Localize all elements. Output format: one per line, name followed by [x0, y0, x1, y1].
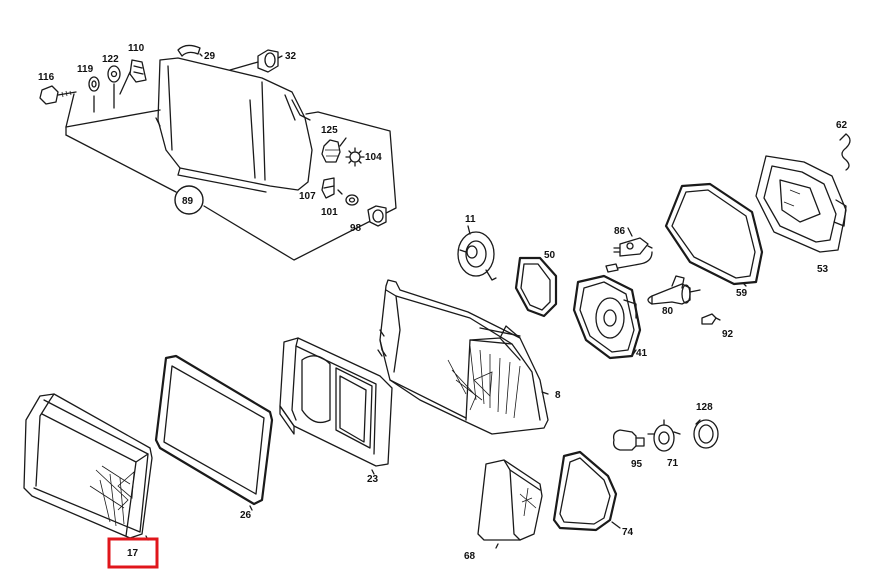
label-122: 122: [102, 54, 119, 65]
label-110: 110: [128, 43, 145, 54]
part-71-socket[interactable]: [647, 419, 681, 452]
part-101-washer[interactable]: [345, 194, 359, 206]
label-71: 71: [667, 458, 679, 469]
part-95-bulb[interactable]: [612, 429, 645, 451]
part-41-reflector[interactable]: [572, 274, 642, 360]
label-53: 53: [817, 264, 829, 275]
label-74: 74: [622, 527, 634, 538]
label-8: 8: [555, 390, 561, 401]
label-125: 125: [321, 125, 338, 136]
label-29: 29: [204, 51, 216, 62]
part-62-clip[interactable]: [839, 133, 851, 171]
label-116: 116: [38, 72, 55, 83]
part-86-connector[interactable]: [605, 251, 653, 273]
label-95: 95: [631, 459, 643, 470]
label-80: 80: [662, 306, 674, 317]
part-98-screw[interactable]: [367, 205, 387, 227]
part-26-gasket[interactable]: [154, 354, 274, 506]
part-labels: 116 119 122 110 29 32 125 104 107 101 98…: [38, 43, 848, 562]
label-32: 32: [285, 51, 297, 62]
part-119-washer[interactable]: [88, 76, 100, 92]
label-101: 101: [321, 207, 338, 218]
part-8-headlamp-housing[interactable]: [377, 279, 549, 435]
part-59-gasket[interactable]: [664, 182, 764, 286]
part-116-screw[interactable]: [39, 85, 77, 105]
label-119: 119: [77, 64, 94, 75]
part-50-gasket[interactable]: [514, 256, 558, 318]
part-53-rear-cover[interactable]: [755, 155, 847, 253]
assembly-bracket-lines: [65, 83, 397, 261]
label-26: 26: [240, 510, 252, 521]
label-107: 107: [299, 191, 316, 202]
part-89-callout-circle: [174, 185, 204, 215]
part-32-grommet[interactable]: [229, 49, 279, 73]
part-17-lens[interactable]: [23, 393, 153, 539]
part-107-bracket[interactable]: [321, 177, 335, 199]
label-89: 89: [182, 196, 194, 207]
label-17: 17: [127, 548, 139, 559]
part-92-bulb[interactable]: [701, 313, 721, 325]
label-128: 128: [696, 402, 713, 413]
part-74-indicator-gasket[interactable]: [552, 450, 618, 532]
label-11: 11: [465, 214, 476, 225]
part-68-indicator-lens[interactable]: [477, 459, 543, 541]
label-104: 104: [365, 152, 382, 163]
part-89-housing[interactable]: [155, 57, 313, 193]
label-59: 59: [736, 288, 748, 299]
label-68: 68: [464, 551, 476, 562]
part-110-clip[interactable]: [129, 59, 147, 83]
label-86: 86: [614, 226, 626, 237]
label-41: 41: [636, 348, 648, 359]
label-23: 23: [367, 474, 379, 485]
highlight-box-17[interactable]: [107, 537, 159, 569]
part-104-gear[interactable]: [345, 147, 365, 167]
part-122-nut[interactable]: [107, 65, 121, 83]
part-29-clip[interactable]: [177, 44, 201, 57]
part-11-cap[interactable]: [457, 231, 497, 281]
label-92: 92: [722, 329, 734, 340]
part-86-bulb[interactable]: [613, 227, 653, 257]
part-128-ring[interactable]: [693, 419, 719, 449]
label-62: 62: [836, 120, 848, 131]
part-80-bulb[interactable]: [647, 275, 701, 305]
label-98: 98: [350, 223, 362, 234]
part-125-adjuster[interactable]: [321, 139, 341, 163]
part-23-frame[interactable]: [279, 337, 393, 467]
label-50: 50: [544, 250, 556, 261]
